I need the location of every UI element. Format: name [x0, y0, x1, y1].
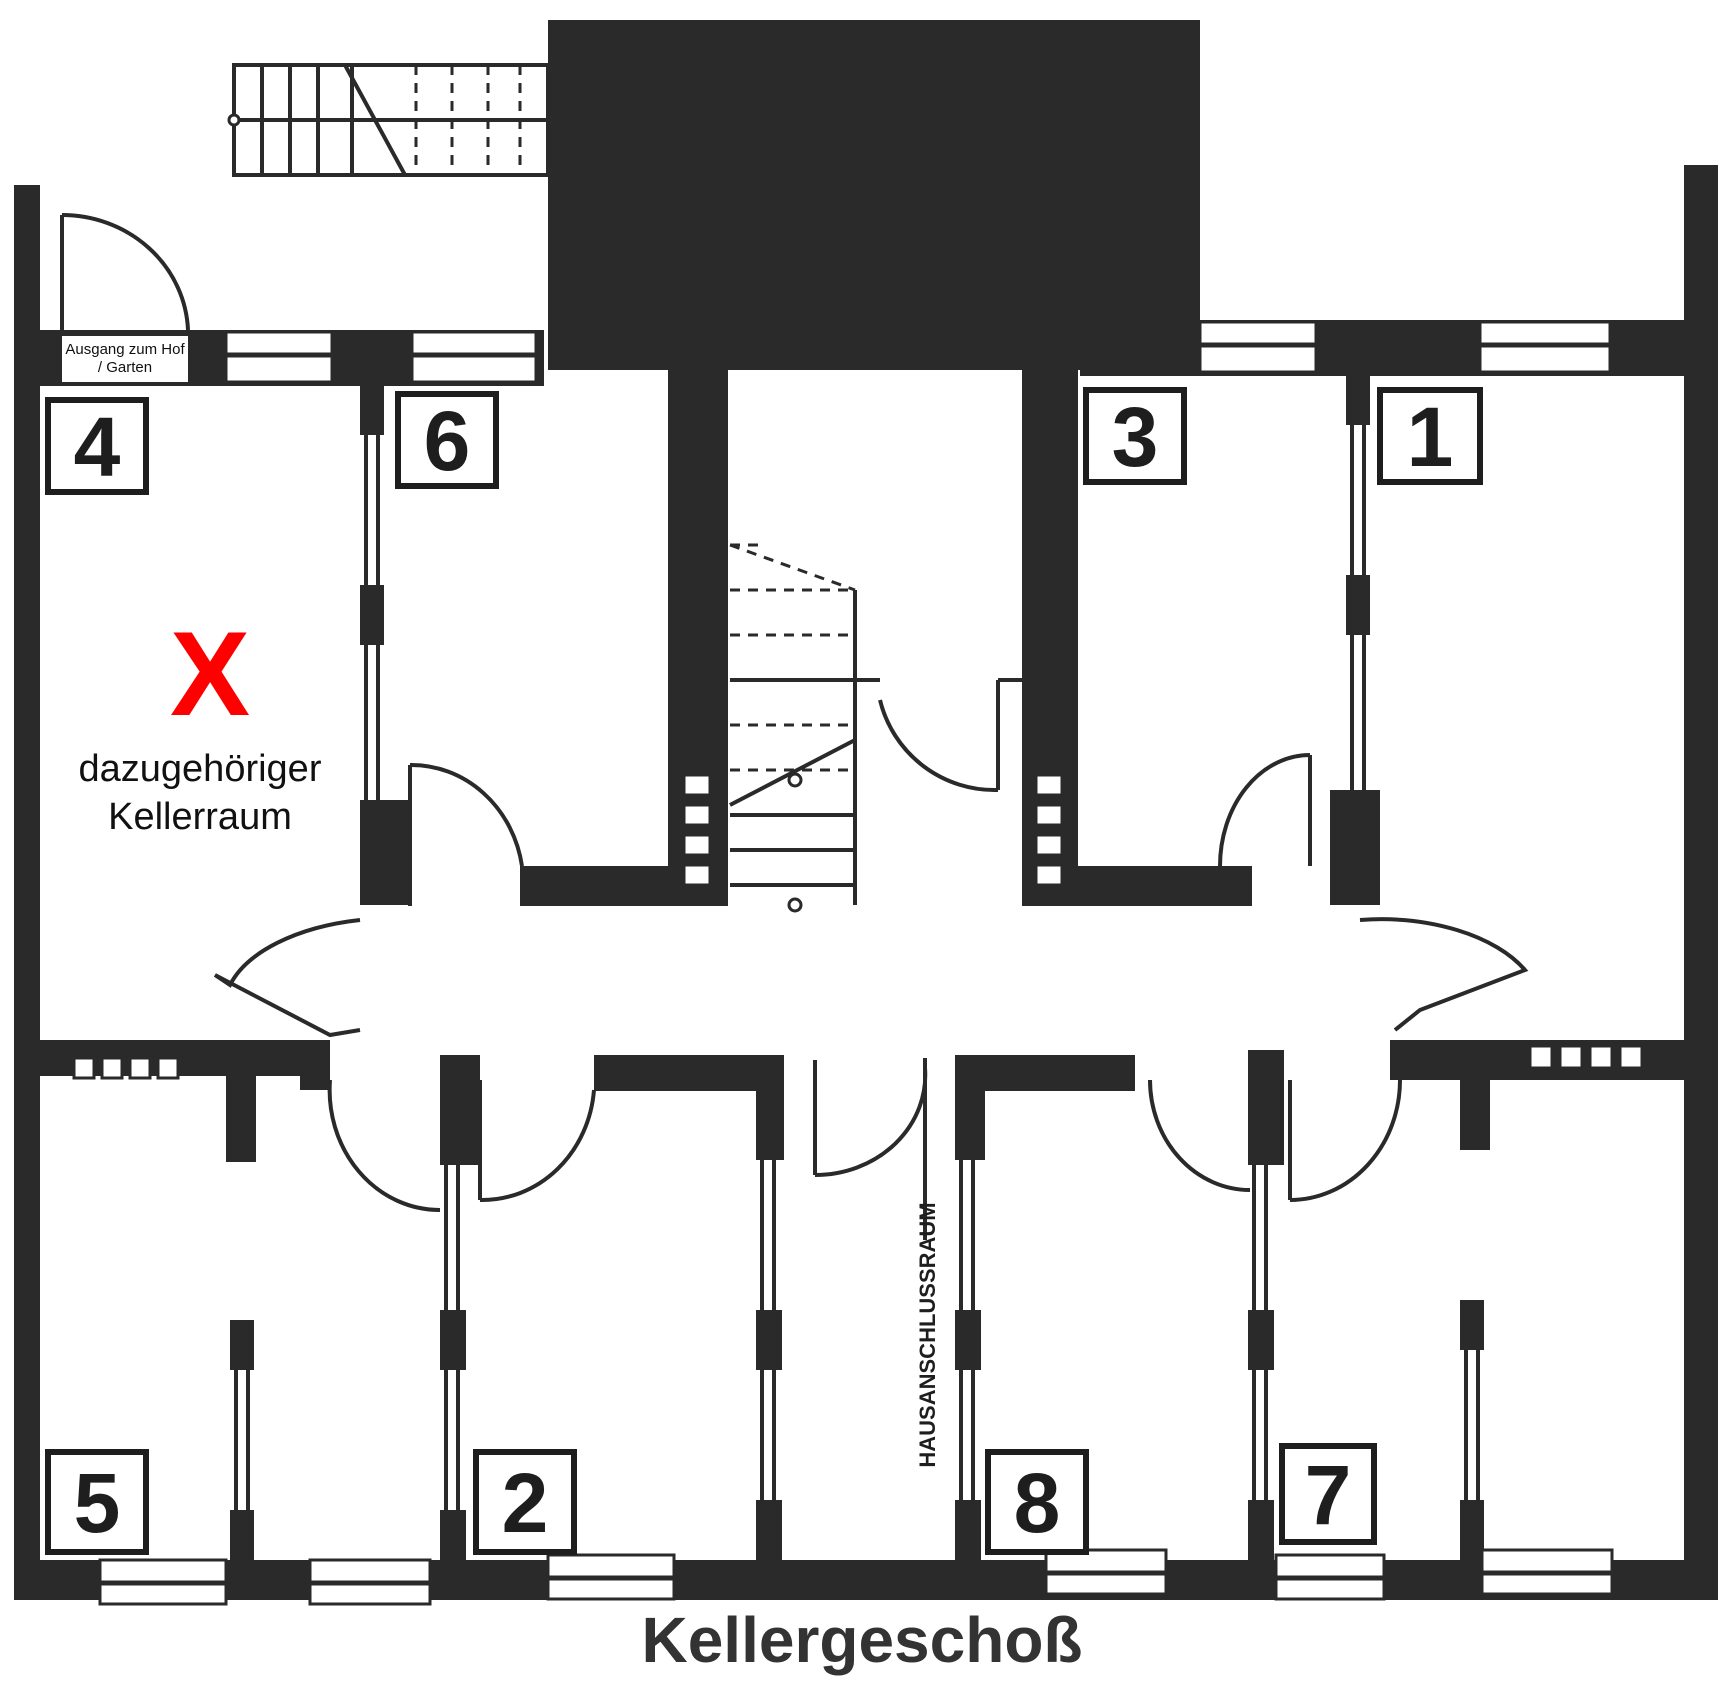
room-number-6: 6	[424, 394, 471, 488]
selected-room-label: dazugehöriger Kellerraum	[78, 748, 322, 838]
hatched-shaft	[548, 20, 1200, 370]
room-number-7: 7	[1305, 1448, 1352, 1542]
top-windows	[224, 320, 1612, 384]
room-number-4: 4	[74, 400, 121, 494]
upper-doors	[408, 678, 1312, 906]
exit-label: Ausgang zum Hof / Garten	[62, 336, 188, 382]
room-number-2: 2	[502, 1456, 549, 1550]
selected-room-marker: X	[169, 607, 251, 741]
upper-partitions	[360, 375, 1380, 905]
utility-room-label: HAUSANSCHLUSSRAUM	[915, 1202, 940, 1467]
room-badge-5: 5	[45, 1449, 149, 1555]
outside-stair	[227, 63, 550, 177]
room-badge-6: 6	[395, 391, 499, 489]
corridor-doors	[213, 917, 1529, 1038]
lower-doors	[327, 1058, 1402, 1240]
interior-stair	[682, 543, 1064, 913]
room-badge-1: 1	[1377, 387, 1483, 485]
middle-wall	[14, 1040, 1718, 1165]
room-badge-3: 3	[1083, 387, 1187, 485]
room-number-1: 1	[1407, 390, 1454, 484]
room-badge-8: 8	[985, 1449, 1089, 1555]
room-number-3: 3	[1112, 390, 1159, 484]
room-badge-4: 4	[45, 397, 149, 495]
bottom-windows	[98, 1548, 1614, 1606]
plan-title: Kellergeschoß	[641, 1604, 1083, 1676]
lower-partitions	[230, 1160, 1484, 1570]
exit-door	[60, 212, 190, 331]
room-number-5: 5	[74, 1456, 121, 1550]
room-badge-2: 2	[473, 1449, 577, 1555]
room-badge-7: 7	[1279, 1443, 1377, 1545]
room-number-8: 8	[1014, 1456, 1061, 1550]
